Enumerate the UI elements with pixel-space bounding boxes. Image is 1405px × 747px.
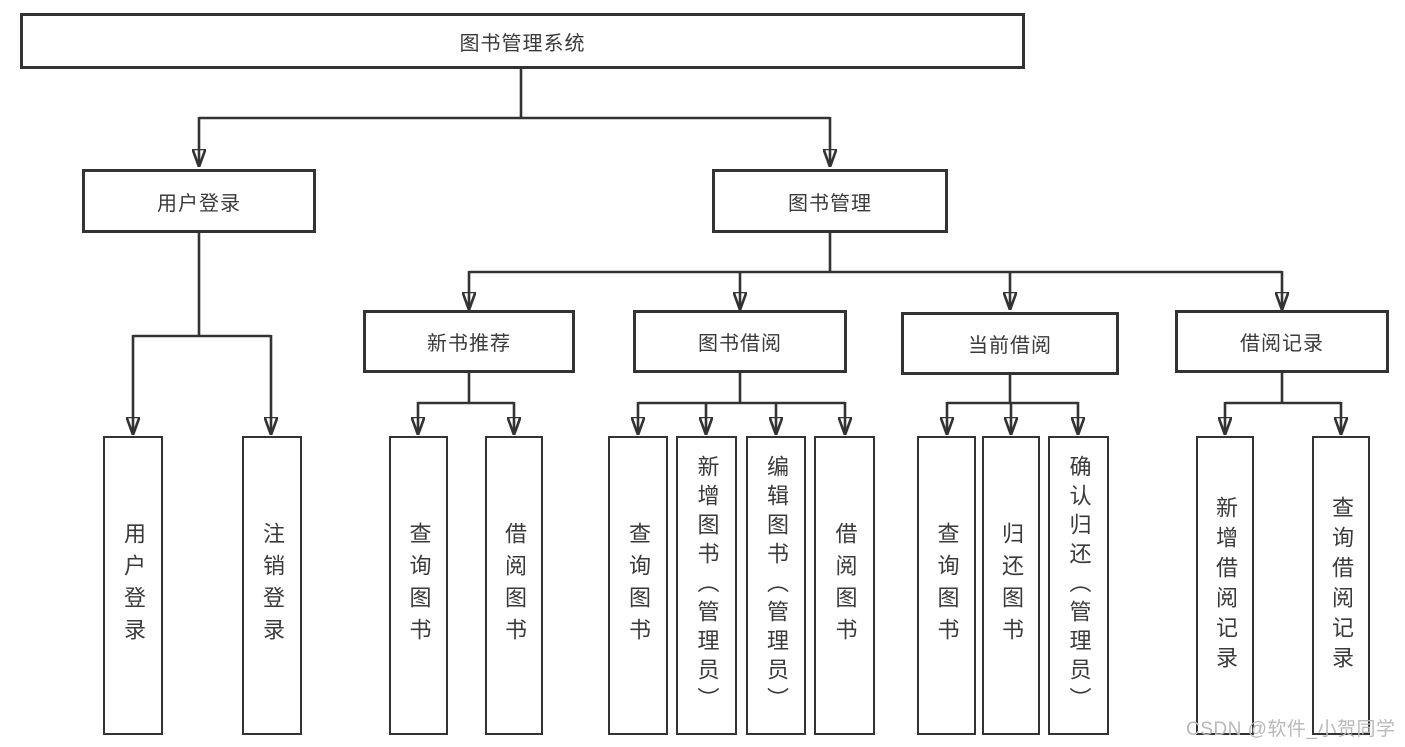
node-new-book-recommendation: 新书推荐 <box>363 310 575 373</box>
leaf-return-books: 归还图书 <box>982 436 1040 735</box>
leaf-add-borrow-record: 新增借阅记录 <box>1196 436 1254 735</box>
leaf-borrow-books-recommend-label: 借阅图书 <box>502 521 527 650</box>
node-book-management: 图书管理 <box>712 169 948 233</box>
leaf-query-borrow-record: 查询借阅记录 <box>1312 436 1370 735</box>
leaf-query-books-recommend: 查询图书 <box>389 436 448 735</box>
leaf-confirm-return-admin: 确认归还（管理员） <box>1048 436 1109 735</box>
leaf-edit-books-admin-label: 编辑图书（管理员） <box>764 455 789 716</box>
node-user-login: 用户登录 <box>82 169 316 233</box>
node-library-management-system: 图书管理系统 <box>20 13 1025 69</box>
leaf-confirm-return-admin-label: 确认归还（管理员） <box>1066 455 1092 716</box>
leaf-logout: 注销登录 <box>242 436 302 735</box>
leaf-query-books-current: 查询图书 <box>917 436 976 735</box>
leaf-query-borrow-record-label: 查询借阅记录 <box>1329 495 1354 676</box>
leaf-add-borrow-record-label: 新增借阅记录 <box>1213 495 1238 676</box>
leaf-borrow-books-recommend: 借阅图书 <box>485 436 543 735</box>
leaf-user-login: 用户登录 <box>103 436 163 735</box>
leaf-query-books-recommend-label: 查询图书 <box>406 521 432 650</box>
node-borrowing-records: 借阅记录 <box>1175 310 1389 373</box>
leaf-query-books-current-label: 查询图书 <box>934 521 960 650</box>
leaf-logout-label: 注销登录 <box>260 521 285 650</box>
node-book-borrowing: 图书借阅 <box>633 310 847 373</box>
leaf-query-books-borrowing: 查询图书 <box>608 436 668 735</box>
watermark: CSDN @软件_小贺同学 <box>1186 719 1396 740</box>
leaf-add-books-admin-label: 新增图书（管理员） <box>694 455 720 716</box>
leaf-borrow-books-borrowing: 借阅图书 <box>814 436 875 735</box>
leaf-return-books-label: 归还图书 <box>999 521 1024 650</box>
leaf-user-login-label: 用户登录 <box>121 521 146 650</box>
leaf-edit-books-admin: 编辑图书（管理员） <box>746 436 806 735</box>
leaf-add-books-admin: 新增图书（管理员） <box>676 436 737 735</box>
node-current-borrowing: 当前借阅 <box>901 312 1119 375</box>
leaf-query-books-borrowing-label: 查询图书 <box>626 521 651 650</box>
leaf-borrow-books-borrowing-label: 借阅图书 <box>832 521 858 650</box>
